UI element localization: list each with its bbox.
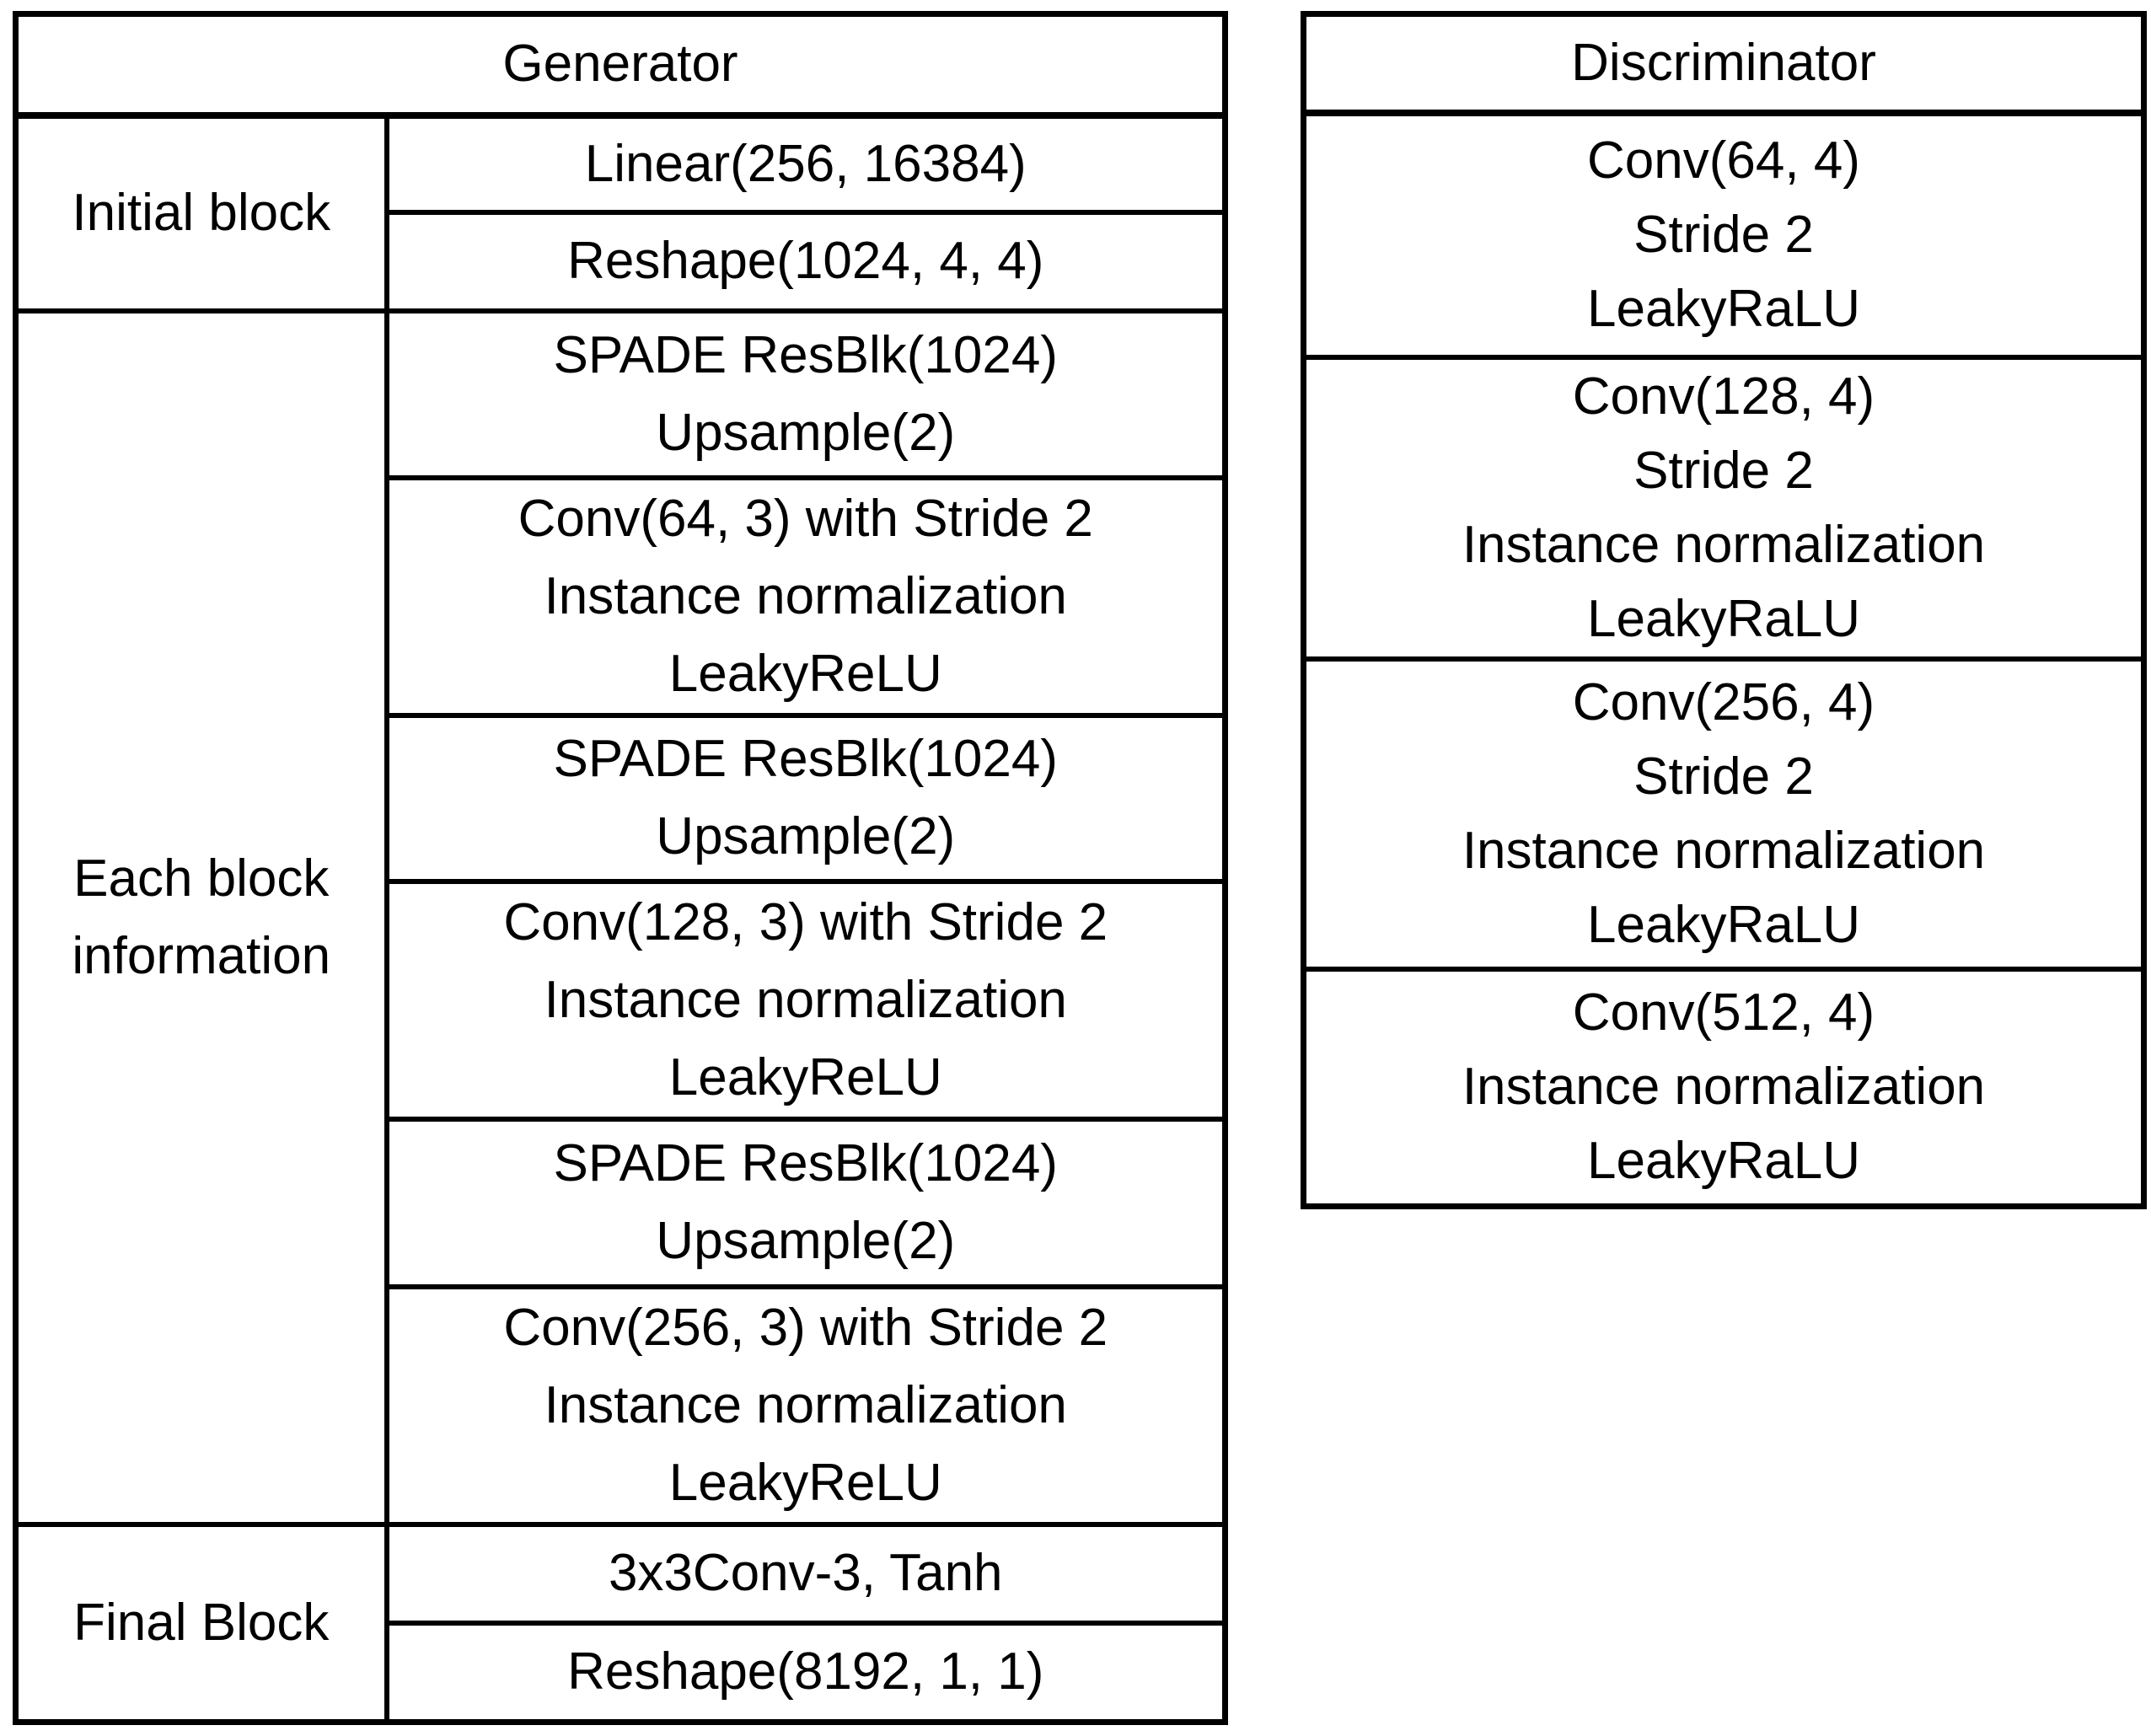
discriminator-cell-conv64: Conv(64, 4) Stride 2 LeakyRaLU — [1301, 110, 2147, 360]
cell-line: Conv(64, 3) with Stride 2 — [518, 489, 1093, 548]
generator-group-each-block-information: Each block information — [13, 308, 389, 1527]
cell-line: Conv(128, 4) — [1572, 367, 1875, 426]
cell-line: LeakyRaLU — [1587, 1132, 1860, 1191]
discriminator-title-cell: Discriminator — [1301, 11, 2147, 116]
generator-cell-reshape-initial: Reshape(1024, 4, 4) — [384, 209, 1228, 313]
generator-title-cell: Generator — [13, 11, 1228, 119]
generator-group-final-block: Final Block — [13, 1521, 389, 1725]
cell-line: Stride 2 — [1633, 206, 1814, 264]
cell-line: LeakyRaLU — [1587, 280, 1860, 338]
cell-line: LeakyReLU — [668, 644, 942, 703]
cell-line: Conv(256, 4) — [1572, 672, 1875, 731]
discriminator-title: Discriminator — [1571, 33, 1876, 92]
cell-line: LeakyRaLU — [1587, 589, 1860, 648]
group-label-line: information — [72, 926, 331, 985]
generator-title: Generator — [502, 35, 738, 94]
generator-cell-conv64: Conv(64, 3) with Stride 2 Instance norma… — [384, 474, 1228, 718]
generator-cell-conv256: Conv(256, 3) with Stride 2 Instance norm… — [384, 1283, 1228, 1527]
cell-line: LeakyReLU — [668, 1453, 942, 1512]
generator-cell-reshape-final: Reshape(8192, 1, 1) — [384, 1620, 1228, 1725]
cell-line: 3x3Conv-3, Tanh — [608, 1544, 1003, 1602]
cell-line: SPADE ResBlk(1024) — [553, 730, 1058, 788]
cell-line: Conv(64, 4) — [1587, 131, 1860, 190]
generator-cell-conv128: Conv(128, 3) with Stride 2 Instance norm… — [384, 878, 1228, 1122]
cell-line: Instance normalization — [544, 970, 1067, 1029]
cell-line: Stride 2 — [1633, 747, 1814, 806]
cell-line: Upsample(2) — [656, 807, 956, 865]
generator-cell-conv-tanh: 3x3Conv-3, Tanh — [384, 1521, 1228, 1626]
cell-line: Instance normalization — [1462, 821, 1986, 880]
cell-line: SPADE ResBlk(1024) — [553, 1134, 1058, 1192]
generator-group-initial-block: Initial block — [13, 112, 389, 313]
cell-line: Conv(128, 3) with Stride 2 — [503, 892, 1108, 951]
cell-line: LeakyReLU — [668, 1047, 942, 1106]
group-label-line: Final Block — [73, 1593, 330, 1652]
cell-line: Upsample(2) — [656, 403, 956, 462]
discriminator-table: Discriminator Conv(64, 4) Stride 2 Leaky… — [1301, 11, 2147, 1209]
cell-line: Reshape(8192, 1, 1) — [567, 1642, 1044, 1701]
generator-cell-linear: Linear(256, 16384) — [384, 112, 1228, 215]
discriminator-cell-conv128: Conv(128, 4) Stride 2 Instance normaliza… — [1301, 354, 2147, 662]
generator-cell-spade-resblk-1: SPADE ResBlk(1024) Upsample(2) — [384, 308, 1228, 480]
generator-table: Generator Initial block Linear(256, 1638… — [13, 11, 1228, 1725]
cell-line: Linear(256, 16384) — [584, 134, 1027, 193]
group-label-line: Initial block — [72, 184, 331, 242]
cell-line: LeakyRaLU — [1587, 895, 1860, 954]
cell-line: Instance normalization — [1462, 515, 1986, 574]
cell-line: Instance normalization — [544, 1375, 1067, 1434]
cell-line: Conv(512, 4) — [1572, 983, 1875, 1042]
discriminator-cell-conv256: Conv(256, 4) Stride 2 Instance normaliza… — [1301, 656, 2147, 972]
cell-line: Instance normalization — [1462, 1058, 1986, 1117]
cell-line: Stride 2 — [1633, 441, 1814, 500]
generator-cell-spade-resblk-3: SPADE ResBlk(1024) Upsample(2) — [384, 1116, 1228, 1289]
cell-line: Upsample(2) — [656, 1212, 956, 1270]
generator-cell-spade-resblk-2: SPADE ResBlk(1024) Upsample(2) — [384, 712, 1228, 884]
discriminator-cell-conv512: Conv(512, 4) Instance normalization Leak… — [1301, 966, 2147, 1209]
cell-line: Reshape(1024, 4, 4) — [567, 232, 1044, 290]
cell-line: Conv(256, 3) with Stride 2 — [503, 1298, 1108, 1357]
group-label-line: Each block — [73, 849, 330, 908]
cell-line: Instance normalization — [544, 566, 1067, 625]
cell-line: SPADE ResBlk(1024) — [553, 325, 1058, 384]
